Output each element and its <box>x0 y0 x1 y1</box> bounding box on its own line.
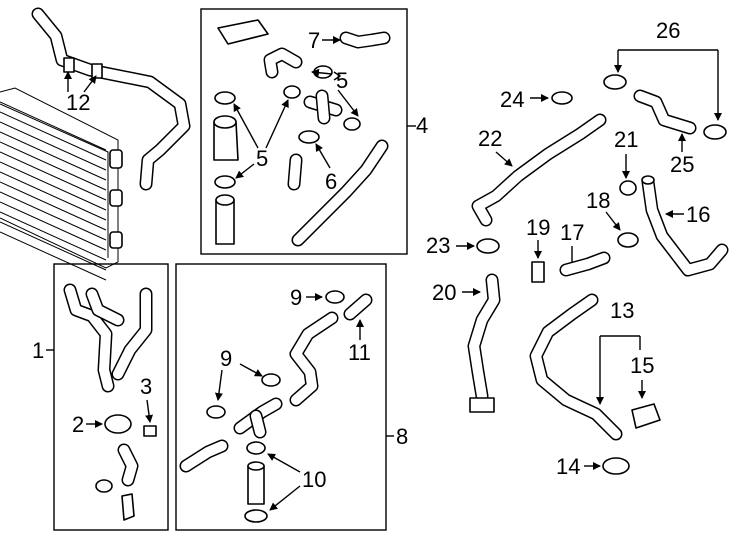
clamps-5 <box>214 65 361 189</box>
radiator-fin <box>0 231 107 281</box>
hose-stub-6 <box>287 153 303 191</box>
callout-3: 3 <box>140 374 152 399</box>
hose-25 <box>633 89 697 135</box>
valve-body <box>213 115 239 245</box>
callout-26: 26 <box>656 18 680 43</box>
callout-22: 22 <box>478 126 502 151</box>
callout-6: 6 <box>325 169 337 194</box>
callout-16: 16 <box>686 202 710 227</box>
callout-20: 20 <box>432 280 456 305</box>
pipe-10 <box>247 465 265 505</box>
callout-17: 17 <box>560 220 584 245</box>
clamp-2 <box>104 414 132 434</box>
connector-7 <box>339 31 391 49</box>
sensor-19 <box>531 261 545 283</box>
clamp-23 <box>476 238 500 254</box>
pipe-16 <box>641 175 729 277</box>
radiator-fin <box>0 221 107 271</box>
clamp-6 <box>298 130 320 144</box>
tee-fitting <box>303 89 343 125</box>
clamp-14 <box>602 457 630 475</box>
hose-13 <box>529 293 623 441</box>
hose-short-8 <box>179 439 229 473</box>
hose-22 <box>471 113 607 227</box>
callout-24: 24 <box>500 87 524 112</box>
radiator-fin <box>0 111 107 161</box>
callout-23: 23 <box>426 233 450 258</box>
radiator-fin <box>0 181 107 231</box>
thermostat-housing <box>63 283 153 393</box>
clamp-10-upper <box>246 441 266 455</box>
pipe-20 <box>467 273 501 413</box>
callout-10: 10 <box>302 467 326 492</box>
lower-hose-4 <box>291 139 389 247</box>
clamp-26-left <box>603 74 627 90</box>
bracket-15 <box>631 403 661 429</box>
callout-18: 18 <box>586 188 610 213</box>
tee-fitting-8 <box>233 397 283 439</box>
callout-25: 25 <box>670 152 694 177</box>
radiator-fin <box>0 191 107 241</box>
clamp-26-right <box>703 124 727 140</box>
clamp-24 <box>551 91 573 105</box>
callout-11: 11 <box>348 340 371 365</box>
callout-8: 8 <box>396 424 408 449</box>
o-ring-21 <box>619 180 637 196</box>
callout-19: 19 <box>526 215 550 240</box>
hose-17 <box>559 251 611 277</box>
callout-1: 1 <box>32 338 44 363</box>
callout-14: 14 <box>556 454 580 479</box>
hose-elbow-small <box>263 47 303 79</box>
callout-5-lower: 5 <box>256 146 268 171</box>
callout-5-upper: 5 <box>336 68 348 93</box>
radiator-fin <box>0 101 107 151</box>
box-group-4 <box>200 8 408 255</box>
callout-13: 13 <box>610 298 634 323</box>
flange-fitting <box>117 443 139 487</box>
callout-9-upper: 9 <box>290 285 302 310</box>
radiator-fin <box>0 171 107 221</box>
nipple-11 <box>343 293 373 321</box>
callout-2: 2 <box>72 412 84 437</box>
box-group-1 <box>53 263 169 531</box>
coolant-pipe-12 <box>31 7 191 191</box>
radiator-fin <box>0 211 107 261</box>
radiator-fin <box>0 161 107 211</box>
callout-4: 4 <box>416 113 428 138</box>
hose-curved-8 <box>289 311 339 407</box>
radiator-fin <box>0 121 107 171</box>
clamp-18 <box>617 232 639 248</box>
radiator-fin <box>0 201 107 251</box>
gasket-pad <box>217 19 269 45</box>
radiator-fin <box>0 151 107 201</box>
clamp-10-lower <box>244 509 268 523</box>
radiator-fin <box>0 141 107 191</box>
callout-21: 21 <box>614 127 638 152</box>
radiator-fin <box>0 131 107 181</box>
callout-9-lower: 9 <box>220 346 232 371</box>
callout-12: 12 <box>66 90 90 115</box>
o-ring <box>95 479 113 493</box>
clamp-9-upper <box>325 290 345 304</box>
clamp-9-mid <box>261 373 281 387</box>
clamp-9-left <box>206 405 226 419</box>
callout-7: 7 <box>308 28 320 53</box>
box-group-8 <box>175 263 387 531</box>
radiator <box>0 87 123 281</box>
callout-15: 15 <box>630 353 654 378</box>
clip <box>121 493 135 521</box>
sensor-3 <box>143 425 157 437</box>
